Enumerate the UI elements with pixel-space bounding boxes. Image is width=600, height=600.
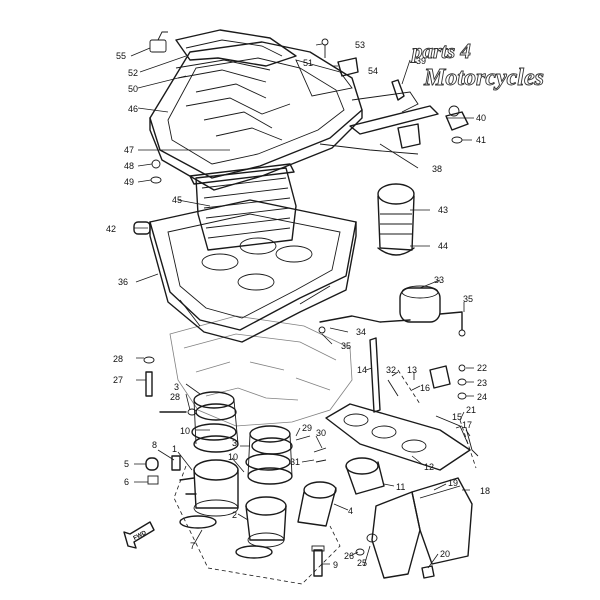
callout-55: 55 (116, 51, 126, 61)
callout-30: 30 (316, 428, 326, 438)
bolt-9 (311, 545, 325, 577)
callout-48: 48 (124, 161, 134, 171)
callout-6: 6 (124, 477, 129, 487)
callout-45: 45 (172, 195, 182, 205)
callout-7: 7 (190, 541, 195, 551)
callout-38: 38 (432, 164, 442, 174)
funnel-4 (297, 481, 337, 527)
callout-9: 9 (333, 560, 338, 570)
callout-18: 18 (480, 486, 490, 496)
callout-8: 8 (152, 440, 157, 450)
air-box-case (149, 199, 357, 343)
callout-34: 34 (356, 327, 366, 337)
callout-11: 11 (396, 482, 405, 492)
nut-6 (147, 475, 159, 485)
callout-36: 36 (118, 277, 128, 287)
callout-41: 41 (476, 135, 486, 145)
callout-10-top: 10 (180, 426, 190, 436)
canister-33 (318, 285, 466, 337)
callout-24: 24 (477, 392, 487, 402)
callout-27: 27 (113, 375, 123, 385)
carb-rail-assembly (325, 337, 479, 471)
callout-14: 14 (357, 365, 367, 375)
callout-20: 20 (440, 549, 450, 559)
throttle-body-2 (245, 496, 287, 548)
callout-54: 54 (368, 66, 378, 76)
engine-outline (169, 315, 353, 427)
screw-48 (151, 159, 161, 169)
callout-39: 39 (416, 56, 426, 66)
callout-25: 25 (357, 558, 367, 568)
callout-31: 31 (290, 457, 300, 467)
callout-10-bottom: 10 (228, 452, 238, 462)
callout-44: 44 (438, 241, 448, 251)
callout-22: 22 (477, 363, 487, 373)
callout-17: 17 (462, 420, 472, 430)
leader-lines (130, 43, 474, 569)
callout-35-bottom: 35 (341, 341, 351, 351)
callout-21: 21 (466, 405, 476, 415)
callout-49: 49 (124, 177, 134, 187)
callout-47: 47 (124, 145, 134, 155)
callout-5: 5 (124, 459, 129, 469)
sensor-part-40 (445, 105, 469, 144)
clamp-54 (337, 57, 359, 77)
watermark-logo: parts 4 Motorcycles (410, 39, 545, 92)
callout-53: 53 (355, 40, 365, 50)
callout-16: 16 (420, 383, 430, 393)
washer-49 (150, 176, 162, 184)
watermark-line-1: parts 4 (410, 39, 471, 63)
group-outline (173, 369, 477, 585)
callout-52: 52 (128, 68, 138, 78)
throttle-body-1 (179, 459, 239, 517)
callout-50: 50 (128, 84, 138, 94)
side-cover-19 (371, 491, 421, 579)
cap-5 (145, 457, 159, 471)
callout-2: 2 (232, 510, 237, 520)
callout-1: 1 (172, 444, 177, 454)
funnel-11 (345, 457, 385, 495)
callout-4: 4 (348, 506, 353, 516)
intake-joint-left (191, 391, 239, 453)
screw-8 (171, 455, 181, 471)
callout-3-mid: 3 (232, 438, 237, 448)
callout-29: 29 (302, 423, 312, 433)
callout-28-mid: 28 (170, 392, 180, 402)
gasket-7 (179, 515, 273, 559)
callout-51: 51 (303, 58, 313, 68)
callout-46: 46 (128, 104, 138, 114)
callout-33: 33 (434, 275, 444, 285)
callout-42: 42 (106, 224, 116, 234)
intake-duct (377, 183, 415, 256)
intake-joint-right (245, 425, 293, 485)
callout-32: 32 (386, 365, 396, 375)
callout-15: 15 (452, 412, 462, 422)
callout-26: 26 (344, 551, 354, 561)
callout-23: 23 (477, 378, 487, 388)
air-filter-element (189, 163, 297, 251)
bolt-53 (321, 38, 329, 58)
callout-labels: 55 52 50 46 47 48 49 53 51 54 39 40 41 3… (106, 40, 490, 570)
callout-12: 12 (424, 462, 434, 472)
air-box-cover (149, 29, 363, 191)
callout-13: 13 (407, 365, 417, 375)
fwd-arrow-icon: FWD (123, 521, 155, 549)
callout-35-top: 35 (463, 294, 473, 304)
callout-43: 43 (438, 205, 448, 215)
small-fittings (295, 364, 467, 556)
callout-3-top: 3 (174, 382, 179, 392)
callout-19: 19 (448, 478, 458, 488)
watermark-line-2: Motorcycles (423, 65, 544, 91)
callout-28-top: 28 (113, 354, 123, 364)
callout-40: 40 (476, 113, 486, 123)
hose-27 (143, 356, 197, 416)
breather-bracket (319, 79, 439, 155)
